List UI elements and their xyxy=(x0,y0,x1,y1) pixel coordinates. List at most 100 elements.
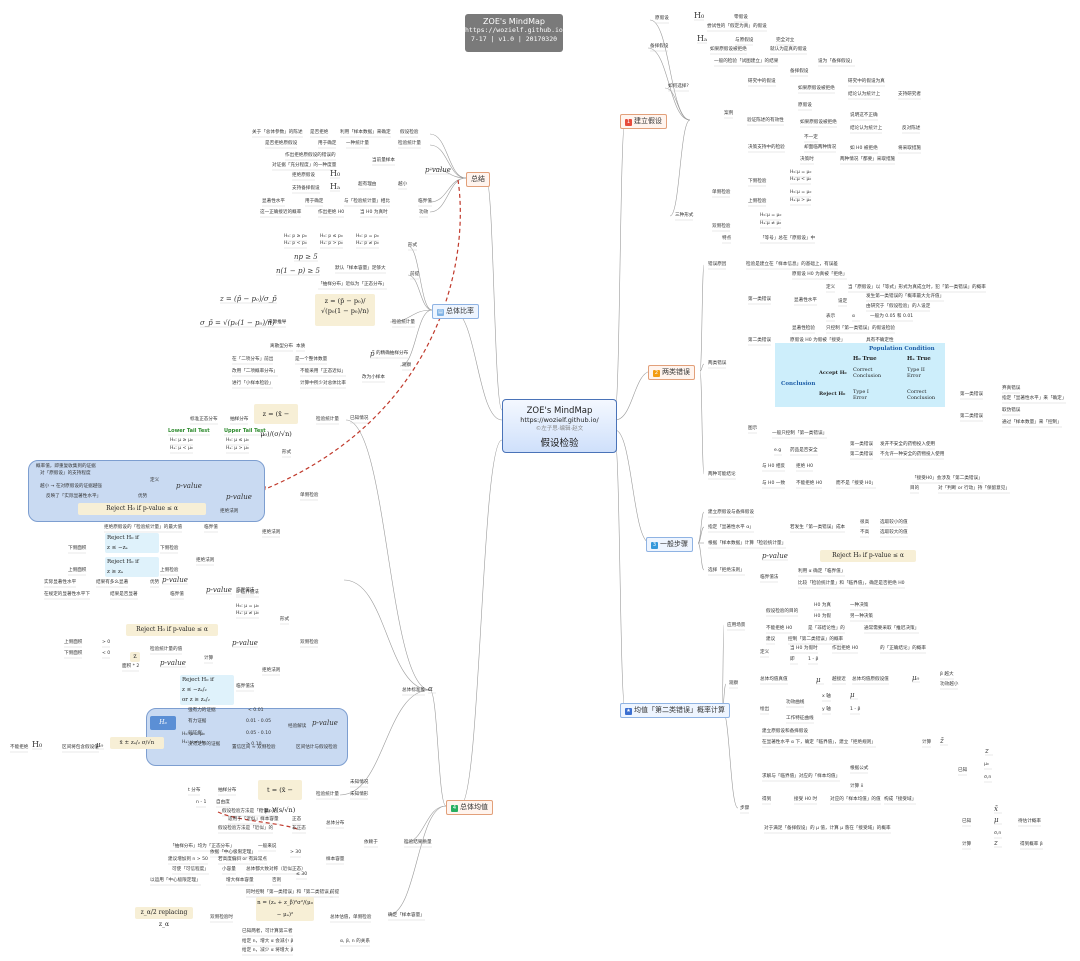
node-label[interactable]: 第二类错误 xyxy=(960,414,983,419)
node-label[interactable]: 第一类错误 xyxy=(850,442,873,447)
node-label[interactable]: 「抽样分布」均为「正态分布」 xyxy=(170,844,235,849)
node-label[interactable]: 0.01 - 0.05 xyxy=(246,719,272,724)
node-label[interactable]: np ≥ 5 xyxy=(294,253,318,261)
node-label[interactable]: ≤ 30 xyxy=(296,872,308,877)
node-label[interactable]: H₀: p ≥ p₀ xyxy=(284,234,307,239)
node-label[interactable]: 两种可能结论 xyxy=(708,472,736,477)
node-label[interactable]: Hₐ xyxy=(330,182,341,191)
node-label[interactable]: n(1 − p) ≥ 5 xyxy=(276,267,320,275)
node-label[interactable]: 是否拒绝 xyxy=(310,130,329,135)
node-label[interactable]: 临界值 xyxy=(170,592,184,597)
node-label[interactable]: 不一定 xyxy=(804,135,818,140)
node-label[interactable]: 用于确定 xyxy=(318,141,337,146)
node-label[interactable]: 一般的检验「试图建立」的结果 xyxy=(714,59,779,64)
node-label[interactable]: 比较「检验统计量」和「临界值」，确定是否拒绝 H0 xyxy=(798,581,905,586)
node-label[interactable]: 对证据「充分程度」的一种度量 xyxy=(272,163,337,168)
node-label[interactable]: 自由度 xyxy=(216,800,230,805)
node-label[interactable]: 越接近 xyxy=(832,677,846,682)
node-label[interactable]: 显著性检验 xyxy=(792,326,815,331)
node-label[interactable]: 计算 xyxy=(962,842,972,847)
node-label[interactable]: α, β, n 的关系 xyxy=(340,939,370,944)
node-label[interactable]: 应用场景 xyxy=(727,623,746,628)
node-label[interactable]: e.g xyxy=(774,448,782,453)
node-label[interactable]: H₀:μ = μ₀ xyxy=(790,190,812,195)
node-label[interactable]: 发开不安全的药物投入使用 xyxy=(880,442,936,447)
node-label[interactable]: Hₐ: μ < μ₀ xyxy=(170,446,193,451)
node-label[interactable]: 而不是「接受 H0」 xyxy=(836,481,876,486)
node-label[interactable]: 完全对立 xyxy=(776,38,795,43)
node-label[interactable]: 观察 xyxy=(729,681,739,686)
node-label[interactable]: 单侧检验 xyxy=(712,190,731,195)
node-label[interactable]: 当前量样本 xyxy=(372,158,395,163)
node-label[interactable]: 可使「可信程度」 xyxy=(172,867,209,872)
node-label[interactable]: 临界值法 xyxy=(236,684,255,689)
node-label[interactable]: 第二类错误 xyxy=(748,338,771,343)
node-label[interactable]: 指定「显著性水平 α」 xyxy=(708,525,754,530)
node-label[interactable]: Hₐ: p ≠ p₀ xyxy=(356,241,379,246)
node-label[interactable]: 计算 x̄ xyxy=(850,784,864,789)
node-label[interactable]: H0 为假 xyxy=(814,614,832,619)
node-label[interactable]: 显著性水平 xyxy=(262,199,285,204)
node-label[interactable]: 步骤 xyxy=(740,806,750,811)
node-label[interactable]: p-value xyxy=(176,482,202,490)
node-label[interactable]: 给定 n，增大 α 会减小 β xyxy=(242,939,294,944)
node-label[interactable]: 三种形式 xyxy=(675,213,694,218)
node-label[interactable]: 检验统计量 xyxy=(316,792,339,797)
node-label[interactable]: 离散型分布 xyxy=(270,344,293,349)
node-label[interactable]: μ₀ xyxy=(912,674,920,682)
node-label[interactable]: 零假设 xyxy=(734,15,748,20)
node-label[interactable]: 默认「样本容量」足够大 xyxy=(335,266,386,271)
node-label[interactable]: 原假设 H0 为真被「拒绝」 xyxy=(792,272,848,277)
node-label[interactable]: 建议 xyxy=(766,637,776,642)
node-label[interactable]: H₀:μ = μ₀ xyxy=(790,170,812,175)
node-label[interactable]: H₀ xyxy=(32,740,43,749)
node-label[interactable]: 的「正确结论」的概率 xyxy=(880,646,926,651)
node-label[interactable]: 计算中所少对总体比率 xyxy=(300,381,346,386)
node-label[interactable]: p-value xyxy=(226,493,252,501)
node-label[interactable]: 备择假设 xyxy=(650,44,669,49)
node-label[interactable]: p-value xyxy=(232,639,258,647)
node-label[interactable]: Hₐ:μ > μ₀ xyxy=(790,198,812,203)
node-label[interactable]: μ₀ xyxy=(96,741,104,749)
node-label[interactable]: Hₐ xyxy=(697,34,708,43)
node-label[interactable]: 前提 xyxy=(410,272,420,277)
node-label[interactable]: 实际显著性水平 xyxy=(44,580,77,585)
node-label[interactable]: p-value xyxy=(425,166,451,174)
node-label[interactable]: 利用「样本数据」来确定 xyxy=(340,130,391,135)
node-label[interactable]: 若发生「第一类错误」成本 xyxy=(790,525,846,530)
node-label[interactable]: 研究中的假设为真 xyxy=(848,79,885,84)
node-label[interactable]: 不能拒绝 H0 xyxy=(766,626,793,631)
node-label[interactable]: 依据「中心极限定理」 xyxy=(210,850,256,855)
node-label[interactable]: 已知情况 xyxy=(350,416,369,421)
branch-summary[interactable]: 总结 xyxy=(466,172,490,187)
node-label[interactable]: H₀: p = p₀ xyxy=(356,234,379,239)
node-label[interactable]: 来源推导 xyxy=(268,320,287,325)
node-label[interactable]: 是「非结论性」的 xyxy=(808,626,845,631)
node-label[interactable]: 对于满足「备择假设」的 μ 值，计算 μ 落在「接受域」的概率 xyxy=(764,826,891,831)
node-label[interactable]: 单侧检验 xyxy=(300,493,319,498)
node-label[interactable]: 两种情况「都要」采取措施 xyxy=(840,157,896,162)
node-label[interactable]: 备择假设 xyxy=(790,69,809,74)
node-label[interactable]: 优势 xyxy=(150,580,160,585)
node-label[interactable]: 对「判断 or 行动」持「保留意见」 xyxy=(938,486,1010,491)
node-label[interactable]: 显著性水平 xyxy=(794,298,817,303)
node-label[interactable]: μ xyxy=(994,816,999,824)
node-label[interactable]: n - 1 xyxy=(196,800,207,805)
node-label[interactable]: 假设检验方法是「近似」的 xyxy=(218,826,274,831)
node-label[interactable]: α xyxy=(428,685,433,693)
node-label[interactable]: 正态 xyxy=(292,817,302,822)
node-label[interactable]: 在显著性水平 α 下，确定「临界值」，建立「拒绝规则」 xyxy=(762,740,876,745)
node-label[interactable]: 总体标准差 xyxy=(402,688,425,693)
central-topic[interactable]: ZOE's MindMap https://wozielf.github.io/… xyxy=(502,399,617,453)
node-label[interactable]: 设为「备择假设」 xyxy=(818,59,855,64)
node-label[interactable]: 检验统计量 xyxy=(316,417,339,422)
node-label[interactable]: 在「二项分布」前出 xyxy=(232,357,274,362)
node-label[interactable]: 强有力的证据 xyxy=(188,708,216,713)
node-label[interactable]: x 轴 xyxy=(822,694,831,699)
node-label[interactable]: 指定「显著性水平」来「确定」 xyxy=(1002,396,1067,401)
node-label[interactable]: 第一类错误 xyxy=(960,392,983,397)
node-label[interactable]: 假设检验方法是「稳健」的 xyxy=(222,809,278,814)
node-label[interactable]: β 越大 xyxy=(940,672,954,677)
node-label[interactable]: 拒绝法则 xyxy=(262,530,281,535)
